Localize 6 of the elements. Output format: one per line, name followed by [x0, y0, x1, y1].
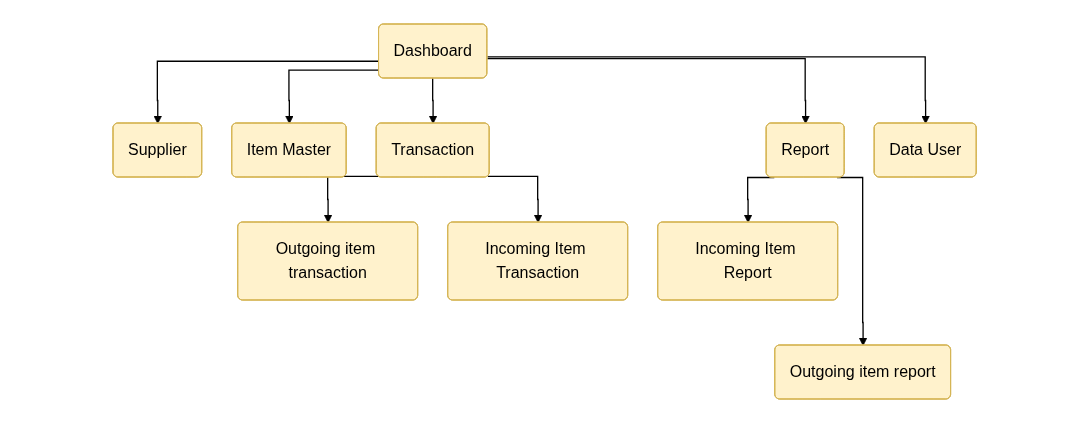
arrow [487, 175, 543, 223]
arrow [284, 69, 380, 124]
arrow [486, 56, 930, 124]
arrow [428, 77, 438, 124]
arrow [486, 58, 810, 124]
arrow [153, 60, 380, 124]
